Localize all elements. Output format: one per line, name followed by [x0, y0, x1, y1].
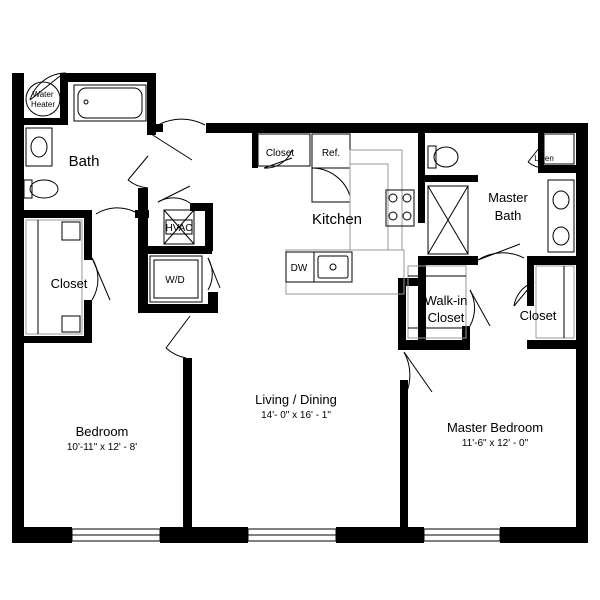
bedroom-label: Bedroom	[76, 424, 129, 439]
living-dining-dims: 14'- 0" x 16' - 1"	[261, 410, 331, 421]
bedroom-dims: 10'-11" x 12' - 8'	[67, 442, 137, 453]
water-heater-label-line1: Water	[32, 90, 53, 99]
master-bedroom-label: Master Bedroom	[447, 420, 543, 435]
interior-walls	[12, 73, 588, 543]
living-dining-label: Living / Dining	[255, 392, 337, 407]
closet-right-label: Closet	[520, 308, 557, 323]
kitchen-label: Kitchen	[312, 211, 362, 228]
hvac-label: HVAC	[165, 223, 192, 234]
washer-dryer-label: W/D	[165, 275, 184, 286]
fixtures	[23, 81, 575, 339]
linen-label: Linen	[534, 154, 554, 163]
labels: Water Heater Bath Closet Ref. Kitchen Ma…	[31, 90, 557, 453]
walk-in-closet-label-line2: Closet	[428, 310, 465, 325]
closet-left-label: Closet	[51, 276, 88, 291]
doors	[29, 72, 545, 399]
kitchen-closet-label: Closet	[266, 148, 295, 159]
water-heater-label-line2: Heater	[31, 100, 55, 109]
bath-label: Bath	[69, 153, 100, 170]
master-bath-label-line1: Master	[488, 190, 528, 205]
master-bedroom-dims: 11'-6" x 12' - 0"	[462, 438, 529, 449]
refrigerator-label: Ref.	[322, 148, 340, 159]
master-bath-label-line2: Bath	[495, 208, 522, 223]
dishwasher-label: DW	[291, 263, 308, 274]
windows	[71, 528, 501, 542]
walk-in-closet-label-line1: Walk-in	[425, 293, 468, 308]
exterior-walls	[12, 73, 588, 543]
